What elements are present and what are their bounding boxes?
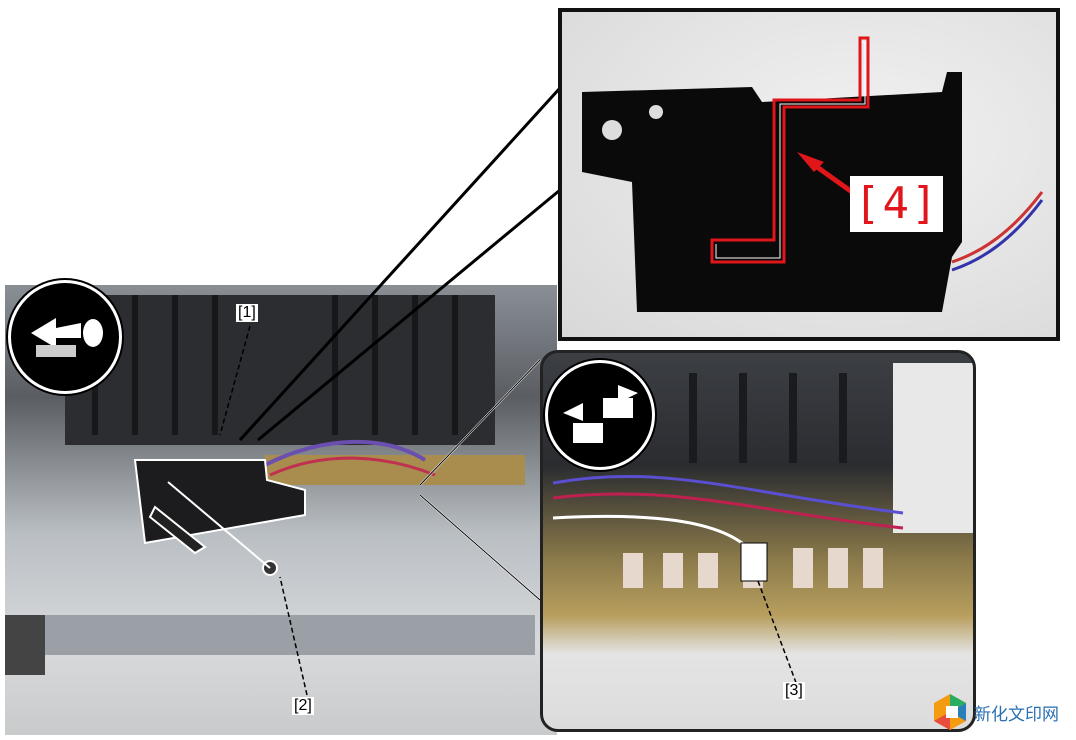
screw-removal-icon (8, 280, 122, 394)
part-3-label: [3] (783, 682, 805, 700)
main-photo-printer-rear (5, 285, 557, 735)
detail-photo-sensor-holder (558, 8, 1060, 341)
part-2-label: [2] (292, 697, 314, 715)
sensor-holder-drawing (582, 36, 1044, 312)
connector-board-drawing (552, 363, 973, 689)
part-1-label: [1] (236, 304, 258, 322)
part-4-label: [4] (850, 176, 944, 232)
watermark-text: 新化文印网 (974, 704, 1059, 724)
watermark: 新化文印网 (930, 692, 1059, 732)
main-photo-detail (5, 295, 535, 696)
watermark-logo-icon (934, 694, 966, 730)
connector-disconnect-icon (545, 360, 655, 470)
